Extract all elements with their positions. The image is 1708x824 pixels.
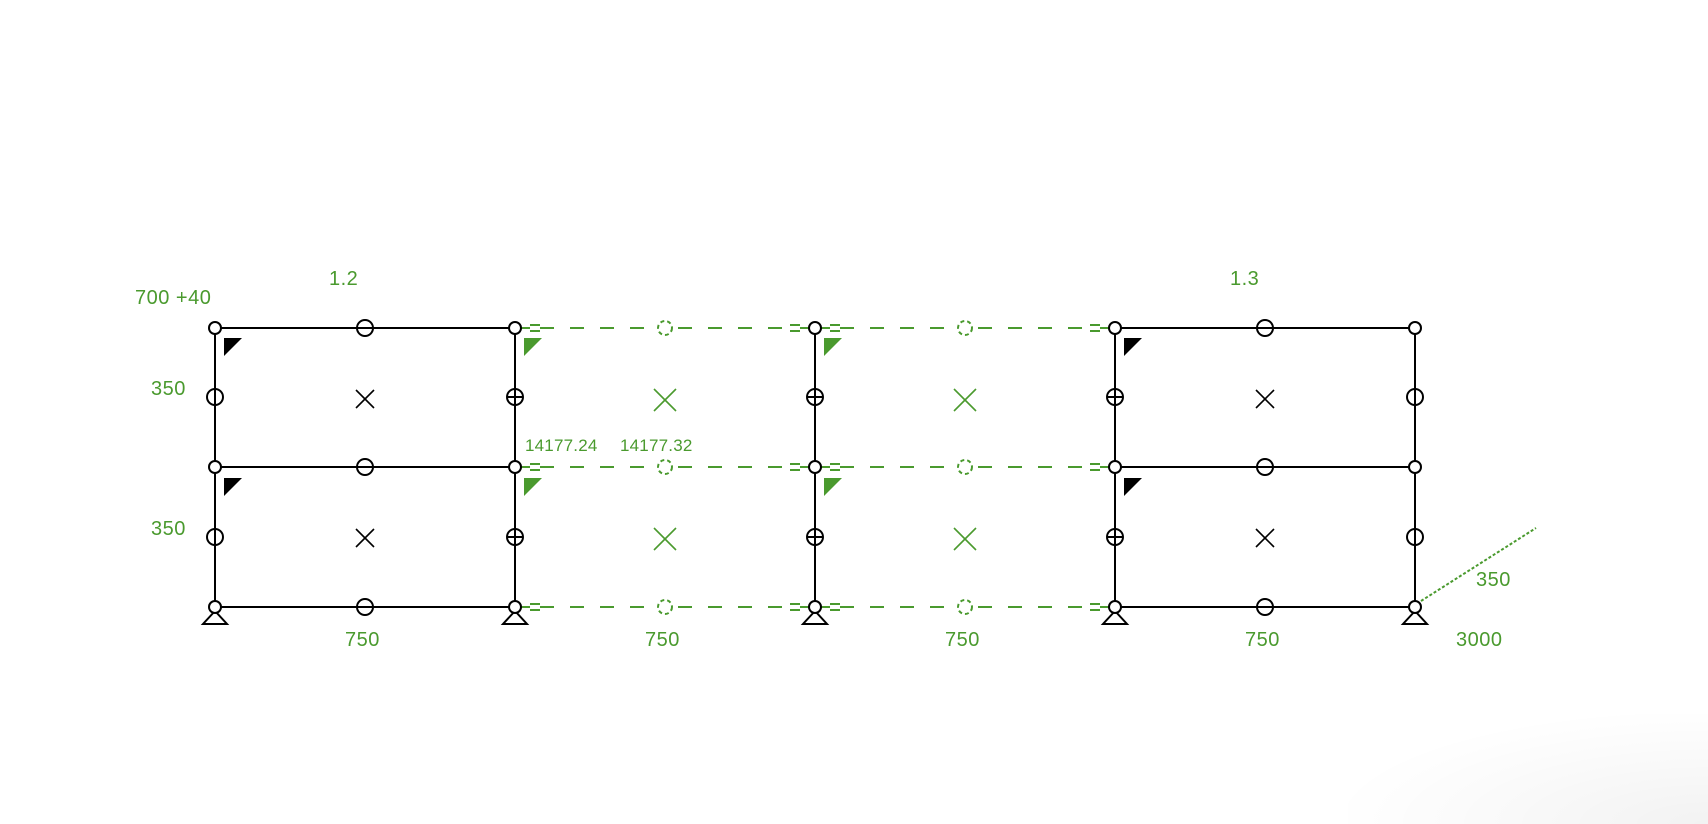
coordinate-right-label: 14177.32 [620,436,693,455]
member-midpoint-icon [957,459,973,475]
member-midpoint-icon [657,320,673,336]
node-circle-icon [1408,600,1422,614]
node-circle-icon [508,321,522,335]
pinned-support-icon [800,609,830,625]
member-midpoint-icon [657,599,673,615]
node-circle-icon [508,460,522,474]
node-circle-icon [1108,460,1122,474]
supports[interactable] [200,609,1430,625]
column-midpoint-icons[interactable] [206,388,1424,546]
depth-label: 350 [1476,569,1511,591]
node-circle-icon [808,460,822,474]
corner-flag-icons[interactable] [224,338,1142,496]
node-circle-icon [808,600,822,614]
panel-cross-icon [653,527,677,551]
story-height-lower-label: 350 [151,518,186,540]
rigid-corner-flag-icon [1124,478,1142,496]
nodes[interactable] [208,321,1422,614]
panel-cross-icon [953,388,977,412]
node-circle-icon [208,321,222,335]
bay-width-3-label: 750 [945,629,980,651]
rigid-corner-flag-icon [224,338,242,356]
bay-group-right-label: 1.3 [1230,268,1260,290]
panel-cross-icon [653,388,677,412]
depth-axis-line[interactable] [1420,527,1537,602]
beam-midpoint-icons[interactable] [356,319,1274,616]
panel-cross-icon [1255,389,1275,409]
origin-elevation-label: 700 +40 [135,287,212,309]
rigid-corner-flag-icon [524,478,542,496]
pinned-support-icon [500,609,530,625]
member-midpoint-icon [657,459,673,475]
total-length-label: 3000 [1456,629,1503,651]
inactive-beams[interactable] [540,327,1090,608]
bay-width-4-label: 750 [1245,629,1280,651]
node-circle-icon [1408,321,1422,335]
node-circle-icon [808,321,822,335]
node-circle-icon [208,600,222,614]
bay-width-1-label: 750 [345,629,380,651]
panel-cross-icon [953,527,977,551]
node-circle-icon [1108,600,1122,614]
node-circle-icon [508,600,522,614]
bay-group-left-label: 1.2 [329,268,359,290]
member-release-icon [521,324,1109,611]
panel-cross-icons[interactable] [355,388,1275,551]
rigid-corner-flag-icon [824,478,842,496]
rigid-corner-flag-icon [224,478,242,496]
rigid-corner-flag-icon [1124,338,1142,356]
pinned-support-icon [200,609,230,625]
rigid-corner-flag-icon [824,338,842,356]
inactive-midpoint-icons[interactable] [657,320,973,615]
member-midpoint-icon [957,599,973,615]
panel-cross-icon [355,528,375,548]
pinned-support-icon [1100,609,1130,625]
rigid-corner-flag-icon [524,338,542,356]
node-circle-icon [1108,321,1122,335]
member-midpoint-icon [957,320,973,336]
bay-width-2-label: 750 [645,629,680,651]
pinned-support-icon [1400,609,1430,625]
panel-cross-icon [1255,528,1275,548]
story-height-upper-label: 350 [151,378,186,400]
coordinate-left-label: 14177.24 [525,436,598,455]
node-circle-icon [208,460,222,474]
panel-cross-icon [355,389,375,409]
node-circle-icon [1408,460,1422,474]
